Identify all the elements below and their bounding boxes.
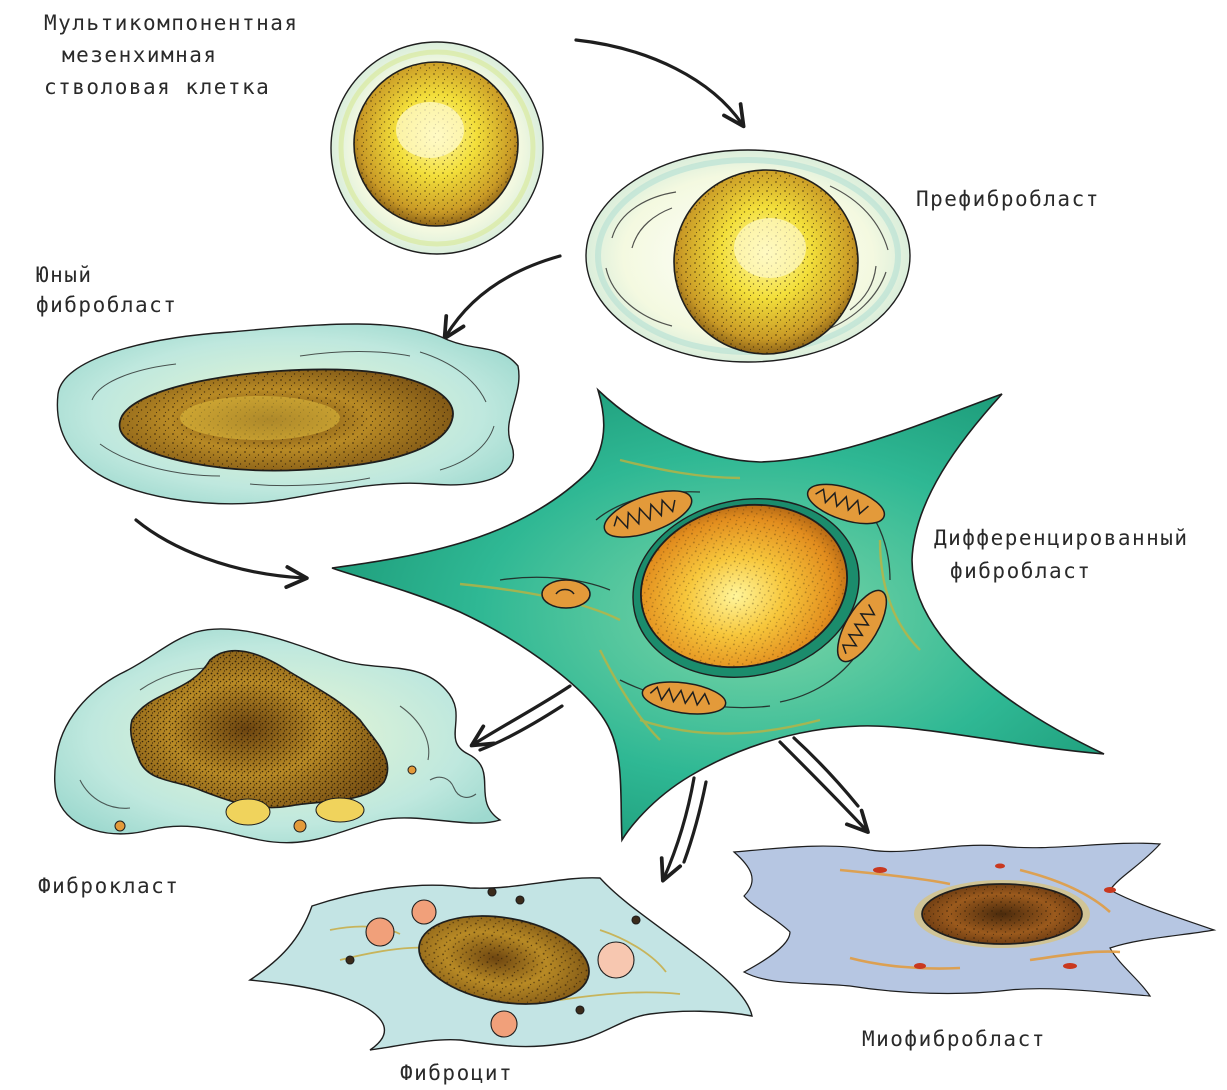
label-msc: Мультикомпонентная мезенхимная стволовая… <box>44 11 299 99</box>
label-diff-line2: фибробласт <box>950 559 1091 583</box>
fibrocyte-cell <box>250 878 752 1050</box>
curved-arrow-icon <box>576 40 742 124</box>
label-msc-line1: Мультикомпонентная <box>44 11 299 35</box>
label-young-fibroblast: Юный фибробласт <box>36 263 177 317</box>
curved-arrow-icon <box>664 778 694 878</box>
mesenchymal-stem-cell <box>331 42 543 254</box>
label-fibrocyte: Фиброцит <box>400 1061 513 1085</box>
label-young-line1: Юный <box>36 263 93 287</box>
curved-arrow-icon <box>474 686 570 744</box>
curved-arrow-icon <box>794 738 858 806</box>
label-prefibroblast: Префибробласт <box>916 187 1100 211</box>
young-fibroblast-cell <box>57 324 519 504</box>
fibroclast-cell <box>55 629 500 843</box>
label-diff-line1: Дифференцированный <box>934 526 1189 550</box>
label-young-line2: фибробласт <box>36 293 177 317</box>
curved-arrow-icon <box>684 782 706 862</box>
curved-arrow-icon <box>780 742 866 830</box>
label-msc-line2: мезенхимная <box>62 43 218 67</box>
prefibroblast-cell <box>586 150 910 362</box>
label-differentiated-fibroblast: Дифференцированный фибробласт <box>934 526 1189 583</box>
label-msc-line3: стволовая клетка <box>44 75 270 99</box>
curved-arrow-icon <box>480 706 562 750</box>
curved-arrow-icon <box>446 256 560 336</box>
label-myofibroblast: Миофибробласт <box>862 1027 1046 1051</box>
myofibroblast-cell <box>734 843 1214 996</box>
curved-arrow-icon <box>136 520 304 578</box>
label-fibroclast: Фиброкласт <box>38 874 179 898</box>
